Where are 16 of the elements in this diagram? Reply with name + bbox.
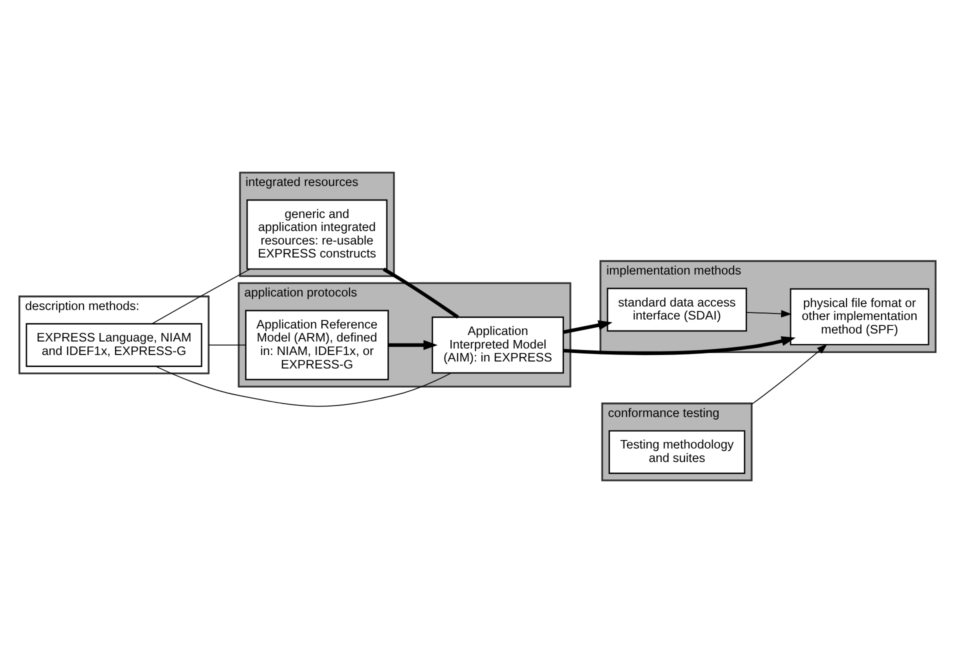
node-box: EXPRESS Language, NIAM and IDEF1x, EXPRESS-G — [26, 323, 202, 367]
connector — [155, 366, 452, 407]
arrow — [388, 340, 438, 350]
node-box: Application Interpreted Model (AIM): in EXPRESS — [432, 316, 564, 374]
arrow — [563, 336, 796, 355]
arrow — [746, 310, 792, 318]
node-box: physical file fomat or other implementation method (SPF) — [790, 288, 930, 346]
node-box: standard data access interface (SDAI) — [606, 288, 748, 332]
connector — [382, 268, 459, 319]
node-box: generic and application integrated resources: re-usable EXPRESS constructs — [246, 199, 388, 270]
connector — [208, 344, 246, 346]
arrow — [751, 344, 828, 405]
node-box: Application Reference Model (ARM), defined in: NIAM, IDEF1x, or EXPRESS-G — [245, 310, 389, 380]
node-box: Testing methodology and suites — [608, 430, 746, 474]
connector — [151, 268, 250, 324]
arrow — [563, 320, 613, 334]
